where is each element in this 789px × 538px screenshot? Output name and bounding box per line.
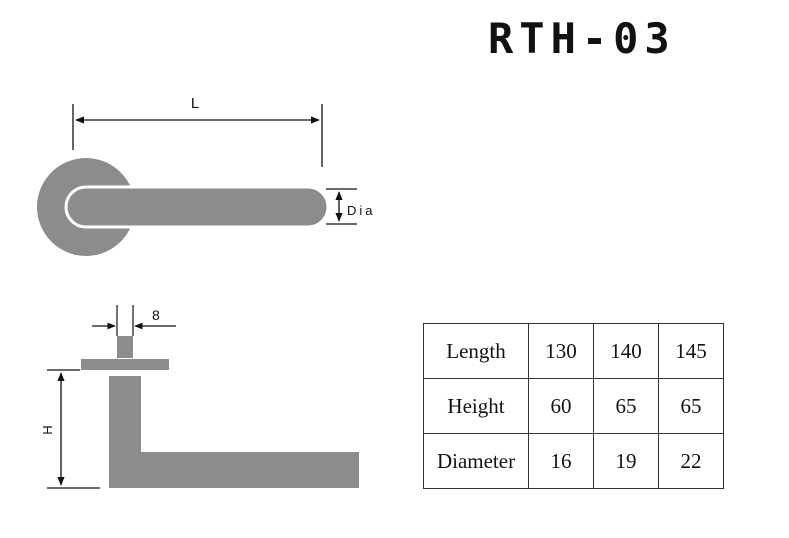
row-label: Length [423, 323, 529, 379]
row-label: Diameter [423, 433, 529, 489]
side-view: 8 H [40, 305, 359, 489]
height-label: H [40, 425, 55, 434]
lever-profile [109, 376, 359, 488]
lever-bar-inner [73, 193, 323, 221]
table-cell: 130 [528, 323, 594, 379]
table-cell: 140 [593, 323, 659, 379]
table-cell: 60 [528, 378, 594, 434]
table-cell: 65 [658, 378, 724, 434]
top-view: L Dia [37, 95, 376, 256]
spec-table: Length 130 140 145 Height 60 65 65 Diame… [423, 323, 724, 489]
length-label: L [191, 95, 199, 112]
row-label: Height [423, 378, 529, 434]
table-cell: 65 [593, 378, 659, 434]
spindle [117, 336, 133, 358]
table-row-length: Length 130 140 145 [423, 323, 724, 379]
diameter-label: Dia [347, 203, 376, 218]
rose-plate [81, 359, 169, 370]
width-label: 8 [152, 307, 160, 323]
model-title: RTH-03 [488, 14, 676, 63]
table-row-height: Height 60 65 65 [423, 378, 724, 434]
table-cell: 16 [528, 433, 594, 489]
table-cell: 19 [593, 433, 659, 489]
table-cell: 22 [658, 433, 724, 489]
table-cell: 145 [658, 323, 724, 379]
table-row-diameter: Diameter 16 19 22 [423, 433, 724, 489]
